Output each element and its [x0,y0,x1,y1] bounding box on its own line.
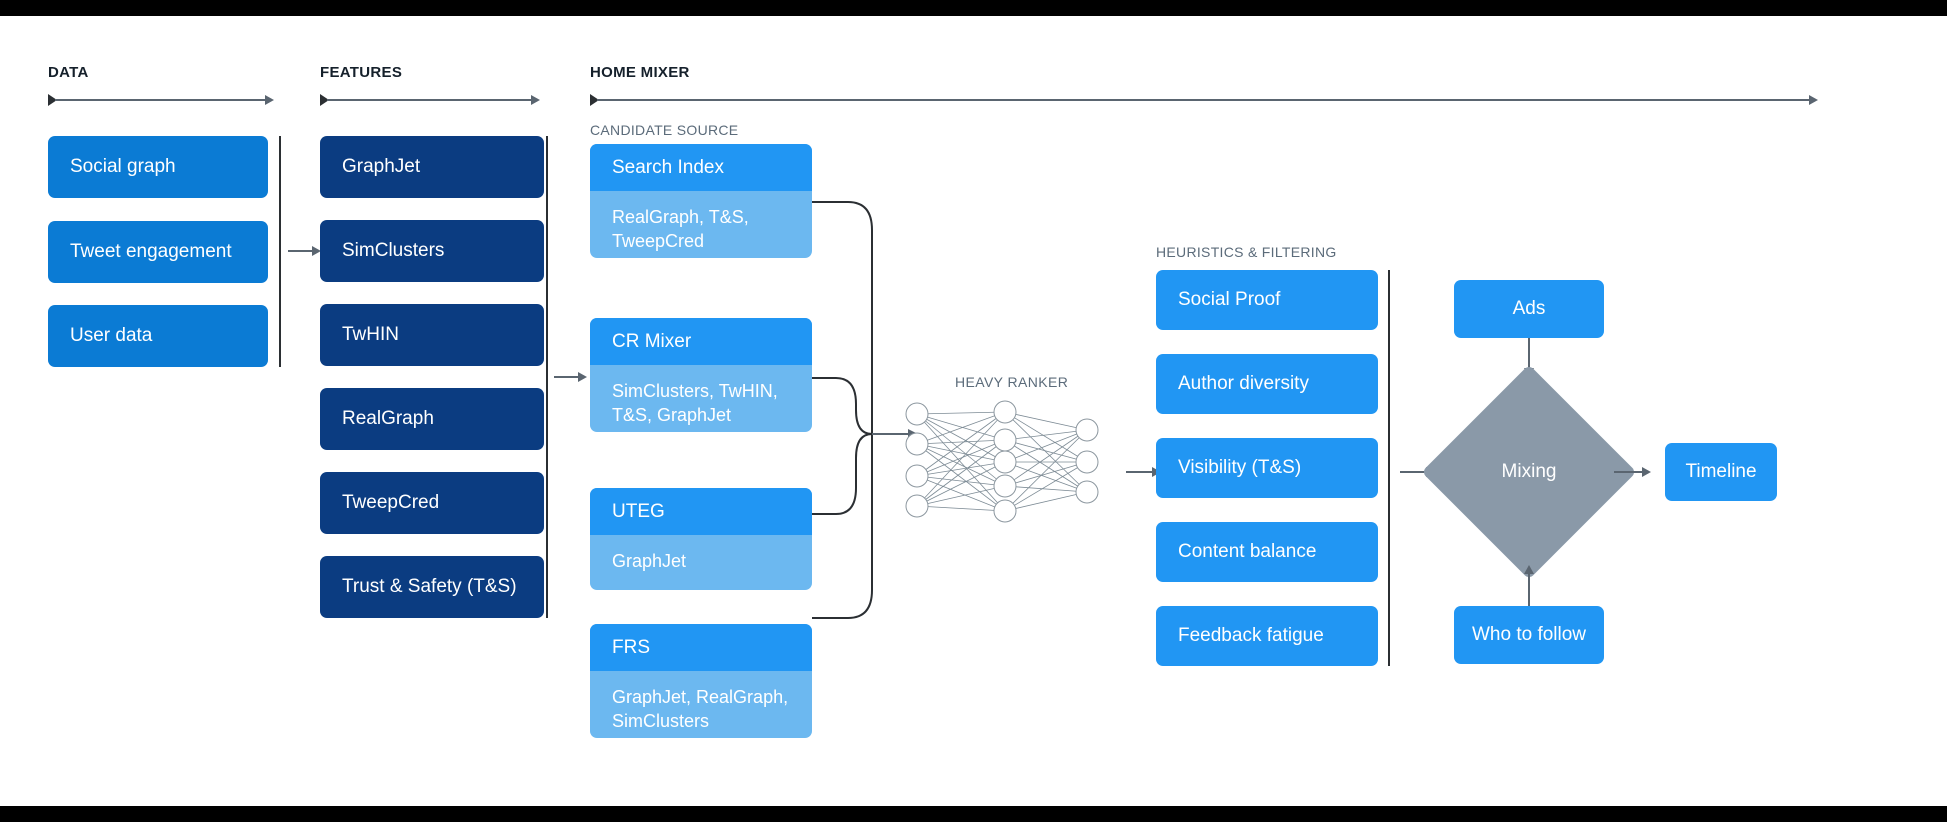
feature-box-1[interactable]: SimClusters [320,220,544,282]
section-label-features: FEATURES [320,64,403,81]
candidate-source-header: UTEG [590,488,812,535]
data-box-label: Tweet engagement [70,241,232,263]
ads-label: Ads [1512,298,1546,320]
feature-box-label: Trust & Safety (T&S) [342,576,517,598]
candidate-source-header: FRS [590,624,812,671]
section-label-data: DATA [48,64,89,81]
candidate-source-1[interactable]: CR Mixer SimClusters, TwHIN, T&S, GraphJ… [590,318,812,432]
feature-box-0[interactable]: GraphJet [320,136,544,198]
data-box-1[interactable]: Tweet engagement [48,221,268,283]
mixing-label: Mixing [1501,461,1557,482]
heuristic-box-label: Feedback fatigue [1178,625,1324,647]
feature-box-3[interactable]: RealGraph [320,388,544,450]
ads-box[interactable]: Ads [1454,280,1604,338]
data-axis-arrow [48,94,278,106]
neural-network-graphic [895,396,1115,526]
heuristic-box-1[interactable]: Author diversity [1156,354,1378,414]
section-label-home-mixer: HOME MIXER [590,64,690,81]
arrow-data-to-features [288,245,322,257]
heuristic-box-0[interactable]: Social Proof [1156,270,1378,330]
candidate-source-detail: GraphJet [612,551,687,571]
feature-box-label: SimClusters [342,240,445,262]
heuristic-box-4[interactable]: Feedback fatigue [1156,606,1378,666]
data-box-label: User data [70,325,153,347]
candidate-source-0[interactable]: Search Index RealGraph, T&S, TweepCred [590,144,812,258]
feature-box-label: TwHIN [342,324,399,346]
feature-box-label: RealGraph [342,408,434,430]
section-label-heavy-ranker: HEAVY RANKER [955,374,1069,390]
diagram-canvas: DATA Social graph Tweet engagement User … [0,16,1947,806]
arrow-who-to-follow-to-mixing [1523,564,1535,606]
heuristic-box-label: Content balance [1178,541,1317,563]
feature-box-label: GraphJet [342,156,421,178]
features-axis-arrow [320,94,544,106]
data-box-label: Social graph [70,156,176,178]
divider-after-features [546,136,548,618]
section-label-heuristics: HEURISTICS & FILTERING [1156,244,1337,260]
candidate-source-header: Search Index [590,144,812,191]
candidate-source-header: CR Mixer [590,318,812,365]
candidate-source-detail: SimClusters, TwHIN, T&S, GraphJet [612,381,778,426]
candidate-source-detail: RealGraph, T&S, TweepCred [612,207,749,252]
divider-after-data [279,136,281,367]
data-box-2[interactable]: User data [48,305,268,367]
divider-after-heuristics [1388,270,1390,666]
heuristic-box-label: Author diversity [1178,373,1309,395]
feature-box-4[interactable]: TweepCred [320,472,544,534]
timeline-box[interactable]: Timeline [1665,443,1777,501]
feature-box-2[interactable]: TwHIN [320,304,544,366]
who-to-follow-label: Who to follow [1471,624,1587,646]
arrow-features-to-candidates [554,371,588,383]
data-box-0[interactable]: Social graph [48,136,268,198]
arrow-mixing-to-timeline [1614,466,1654,478]
feature-box-label: TweepCred [342,492,440,514]
heuristic-box-2[interactable]: Visibility (T&S) [1156,438,1378,498]
heuristic-box-3[interactable]: Content balance [1156,522,1378,582]
candidate-source-2[interactable]: UTEG GraphJet [590,488,812,590]
section-label-candidate-source: CANDIDATE SOURCE [590,122,739,138]
timeline-label: Timeline [1685,461,1757,483]
candidate-source-detail: GraphJet, RealGraph, SimClusters [612,687,789,732]
candidate-to-ranker-connectors [808,166,928,686]
heuristic-box-label: Social Proof [1178,289,1281,311]
home-mixer-axis-arrow [590,94,1822,106]
candidate-source-3[interactable]: FRS GraphJet, RealGraph, SimClusters [590,624,812,738]
who-to-follow-box[interactable]: Who to follow [1454,606,1604,664]
heuristic-box-label: Visibility (T&S) [1178,457,1302,479]
feature-box-5[interactable]: Trust & Safety (T&S) [320,556,544,618]
